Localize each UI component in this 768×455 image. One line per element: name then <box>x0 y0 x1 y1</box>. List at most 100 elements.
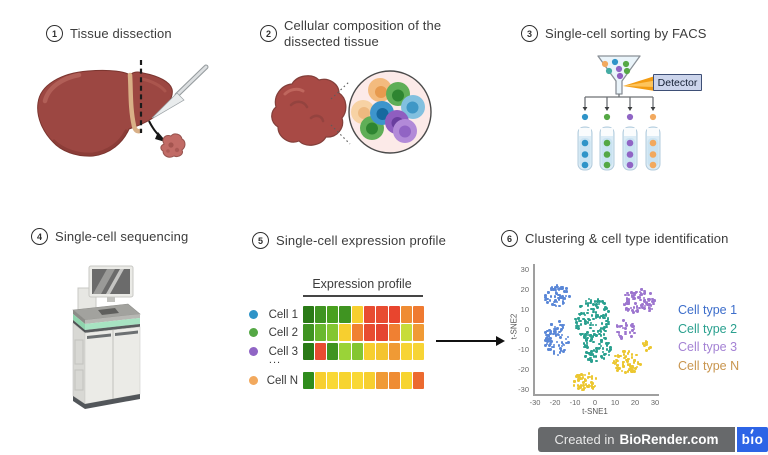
scatter-point <box>549 322 553 326</box>
scatter-point <box>574 317 577 321</box>
scatter-point <box>575 322 579 326</box>
step-1-number-badge: 1 <box>46 25 63 42</box>
scatter-point <box>559 323 562 327</box>
scatter-point <box>627 298 631 301</box>
scatter-point <box>622 365 625 368</box>
scatter-point <box>603 326 606 329</box>
scatter-point <box>625 297 629 301</box>
scatter-point <box>592 340 595 344</box>
scatter-point <box>641 303 644 306</box>
scatter-point <box>583 319 587 322</box>
scatter-point <box>647 303 650 307</box>
cell-color-dot <box>249 347 258 356</box>
scatter-point <box>616 330 619 334</box>
scatter-point <box>545 333 548 337</box>
scatter-point <box>595 348 599 352</box>
heatmap-cell <box>413 306 425 323</box>
scatter-point <box>582 345 586 349</box>
scatter-point <box>578 313 582 317</box>
scatter-point <box>543 339 547 342</box>
scatter-point <box>624 302 628 306</box>
scatter-point <box>599 344 603 348</box>
scatter-point <box>638 290 642 294</box>
scatter-point <box>564 337 568 341</box>
scatter-point <box>618 354 621 358</box>
scatter-point <box>593 300 597 303</box>
scatter-point <box>545 337 548 340</box>
step-2-title: Cellular composition of the dissected ti… <box>284 18 442 49</box>
scatter-point <box>545 342 549 346</box>
scatter-point <box>552 350 556 354</box>
facs-illustration <box>577 55 661 171</box>
scatter-point <box>555 300 559 304</box>
scatter-point <box>587 375 590 379</box>
scatter-point <box>584 322 587 325</box>
heatmap-cell <box>327 343 339 360</box>
scatter-point <box>575 375 578 378</box>
scatter-point <box>598 328 602 332</box>
scatter-point <box>605 347 609 351</box>
step-6-number-badge: 6 <box>501 230 518 247</box>
heatmap-cell <box>363 306 376 323</box>
scatter-point <box>617 367 620 370</box>
facs-funnel <box>597 55 641 95</box>
scatter-point <box>584 299 588 303</box>
scatter-point <box>634 291 638 294</box>
cell-row-label: Cell 3 <box>268 345 298 358</box>
scatter-point <box>565 287 568 290</box>
scatter-point <box>596 330 600 333</box>
scatter-point <box>589 356 592 360</box>
scatter-point <box>595 334 598 337</box>
heatmap-row-cells <box>302 372 425 389</box>
scatter-point <box>553 327 557 331</box>
scatter-point <box>557 333 561 337</box>
scatter-point <box>633 297 636 300</box>
scatter-point <box>558 294 562 297</box>
scatter-point <box>622 356 626 360</box>
scatter-point <box>558 320 561 323</box>
scatter-point <box>627 350 631 353</box>
heatmap-cell <box>376 343 388 360</box>
scatter-point <box>604 306 607 309</box>
scatter-point <box>599 327 603 330</box>
scatter-point <box>647 306 651 309</box>
scatter-point <box>595 347 598 350</box>
heatmap-cell <box>339 324 351 341</box>
scatter-point <box>599 329 603 333</box>
scatter-point <box>580 332 584 336</box>
x-tick-label: 10 <box>610 398 620 407</box>
scatter-point <box>632 311 635 315</box>
scatter-point <box>620 324 623 328</box>
scatter-point <box>653 299 656 303</box>
scatter-point <box>601 300 604 304</box>
scatter-point <box>603 308 606 312</box>
scatter-point <box>634 367 637 370</box>
scatter-point <box>599 334 603 337</box>
scatter-point <box>561 300 565 303</box>
scatter-point <box>592 329 595 333</box>
scatter-point <box>605 344 609 347</box>
scatter-point <box>554 299 557 302</box>
scatter-point <box>626 370 630 373</box>
scatter-point <box>561 326 565 329</box>
scatter-point <box>607 350 611 354</box>
legend-item: Cell type 3 <box>678 340 738 354</box>
scatter-point <box>557 296 560 300</box>
scatter-point <box>596 314 600 317</box>
scatter-point <box>629 370 633 373</box>
scatter-point <box>577 379 580 382</box>
step-4-number-badge: 4 <box>31 228 48 245</box>
scatter-point <box>628 363 632 366</box>
scatter-point <box>630 356 634 359</box>
scatter-point <box>586 304 590 307</box>
scatter-point <box>596 306 599 310</box>
heatmap-cell <box>327 324 339 341</box>
scatter-point <box>649 304 653 307</box>
scatter-point <box>553 325 557 329</box>
scatter-point <box>582 381 585 385</box>
scatter-point <box>608 348 612 352</box>
scatter-point <box>605 325 608 329</box>
scatter-point <box>544 331 547 335</box>
heatmap-cell <box>376 372 388 389</box>
scatter-point <box>635 353 638 357</box>
